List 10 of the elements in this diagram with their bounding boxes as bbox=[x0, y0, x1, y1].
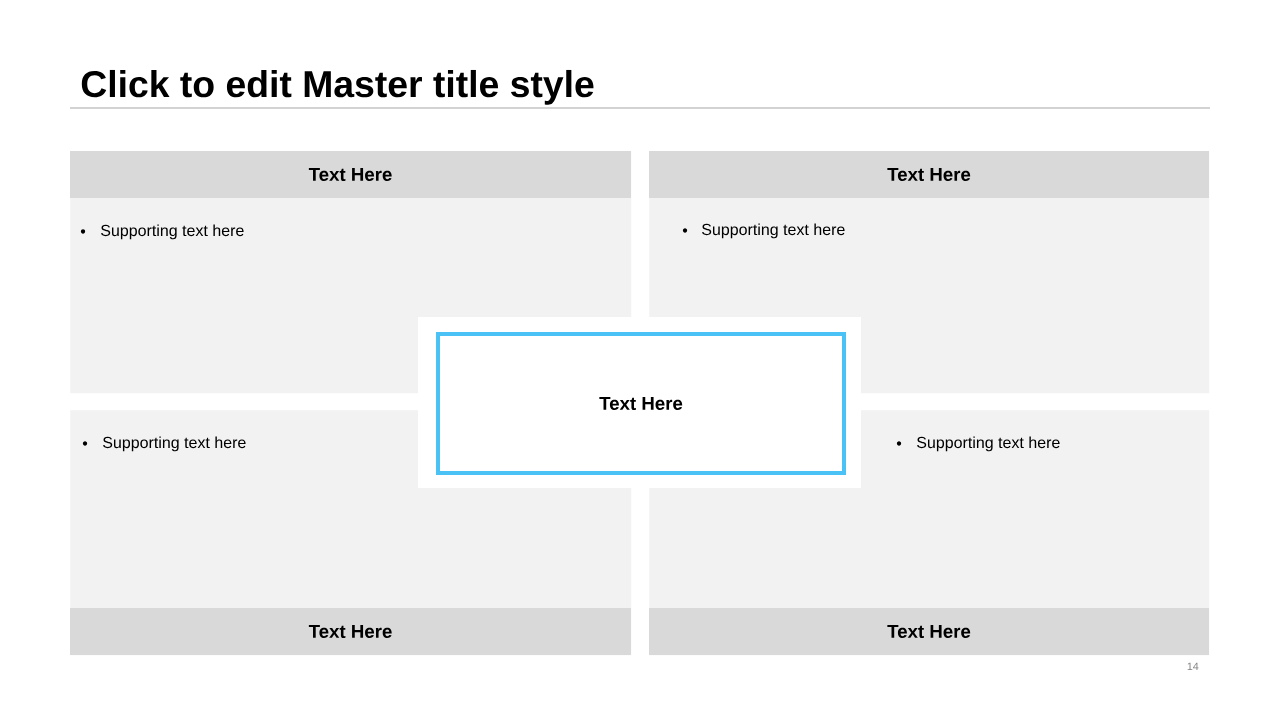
header-band: Text Here bbox=[70, 151, 631, 198]
header-band: Text Here bbox=[649, 608, 1209, 655]
center-box: Text Here bbox=[418, 317, 861, 488]
bullet-text: Supporting text here bbox=[101, 224, 244, 240]
bullet-text: Supporting text here bbox=[103, 436, 246, 452]
bullet-text: Supporting text here bbox=[917, 436, 1060, 452]
title: Click to edit Master title style bbox=[81, 69, 594, 105]
header-band: Text Here bbox=[649, 151, 1209, 198]
bullet-text: Supporting text here bbox=[702, 223, 845, 239]
header-band: Text Here bbox=[70, 608, 631, 655]
